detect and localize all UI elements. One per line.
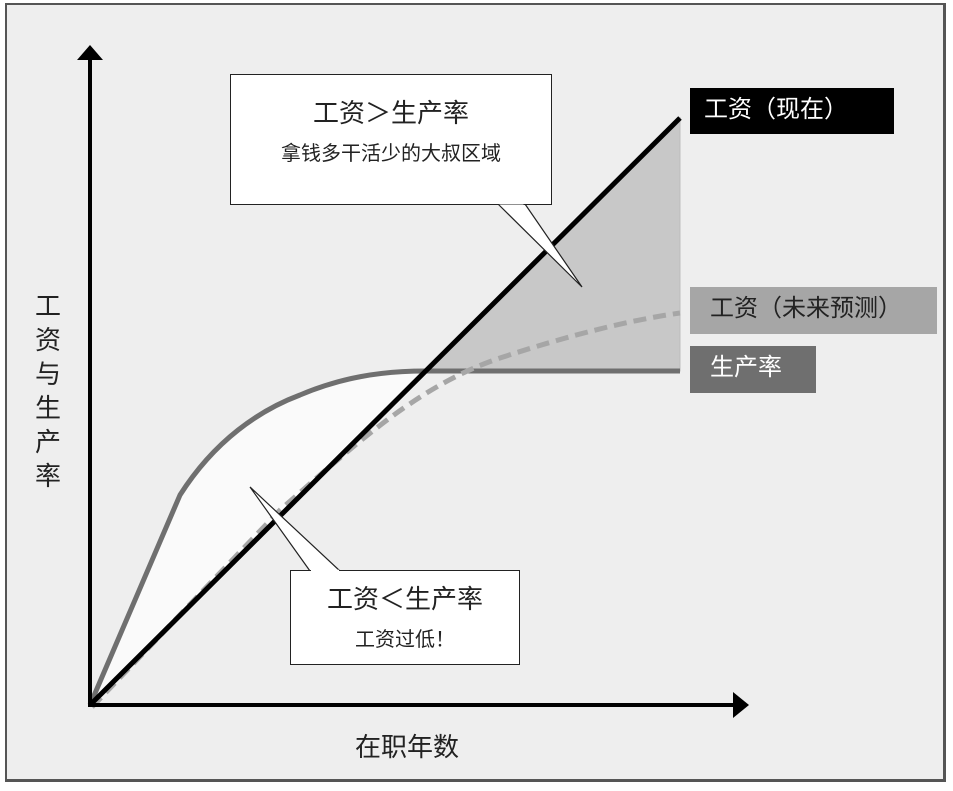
legend-wage-future: 工资（未来预测）: [690, 287, 937, 334]
y-axis-arrow-icon: [77, 45, 103, 60]
y-axis-label: 工资与生产率: [34, 292, 61, 492]
x-axis-label: 在职年数: [355, 733, 460, 763]
callout-underpaid-title: 工资＜生产率: [326, 585, 483, 615]
legend-wage-now: 工资（现在）: [690, 88, 894, 134]
productivity-line: [87, 368, 680, 706]
callout-overpaid-title: 工资＞生产率: [312, 99, 469, 129]
callout-overpaid-subtitle: 拿钱多干活少的大叔区域: [281, 141, 501, 165]
callout-overpaid: 工资＞生产率 拿钱多干活少的大叔区域: [230, 74, 552, 205]
legend-productivity: 生产率: [690, 346, 816, 393]
callout-underpaid: 工资＜生产率 工资过低！: [290, 570, 520, 665]
wage-now-line: [88, 116, 682, 707]
x-axis-arrow-icon: [733, 692, 749, 718]
callout-underpaid-subtitle: 工资过低！: [355, 627, 455, 651]
